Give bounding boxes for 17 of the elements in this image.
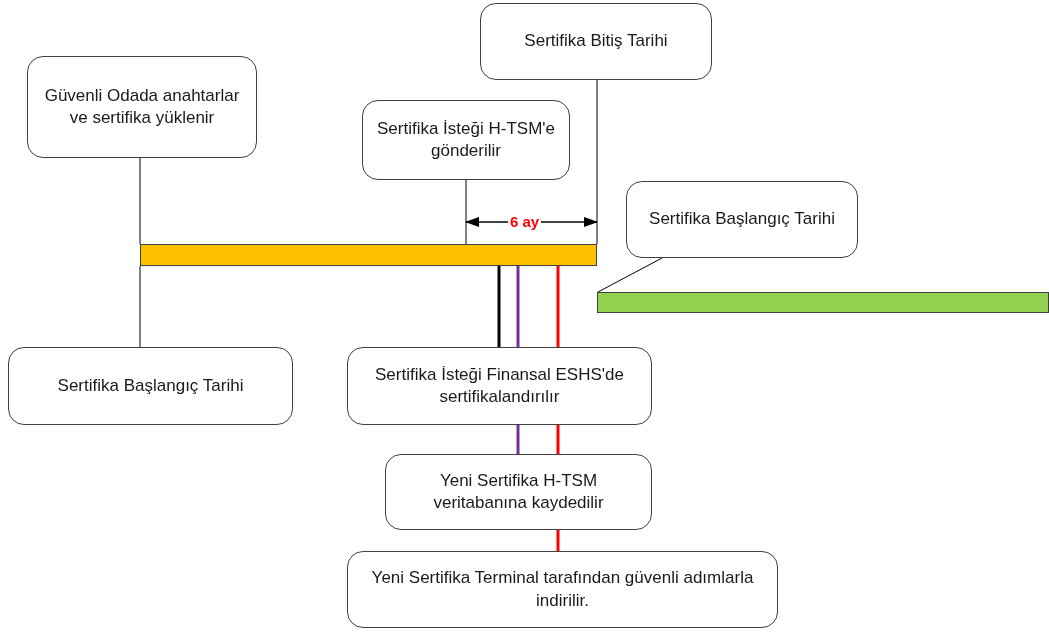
callout-box: Sertifika İsteği Finansal ESHS'de sertifikalandırılır [347, 347, 652, 425]
leader-line [597, 257, 663, 293]
callout-box: Güvenli Odada anahtarlar ve sertifika yüklenir [27, 56, 257, 158]
callout-box: Sertifika İsteği H-TSM'e gönderilir [362, 100, 570, 180]
dimension-label: 6 ay [508, 214, 542, 229]
callout-box: Sertifika Başlangıç Tarihi [8, 347, 293, 425]
timeline-bar [140, 244, 597, 266]
callout-box: Yeni Sertifika H-TSM veritabanına kaydedilir [385, 454, 652, 530]
leader-line [139, 157, 141, 245]
callout-box: Yeni Sertifika Terminal tarafından güvenli adımlarla indirilir. [347, 551, 778, 628]
leader-line [139, 265, 141, 348]
leader-line [596, 79, 598, 245]
leader-line [465, 179, 467, 245]
timeline-bar [597, 292, 1049, 313]
callout-box: Sertifika Başlangıç Tarihi [626, 181, 858, 258]
callout-box: Sertifika Bitiş Tarihi [480, 3, 712, 80]
leader-line [497, 266, 501, 347]
